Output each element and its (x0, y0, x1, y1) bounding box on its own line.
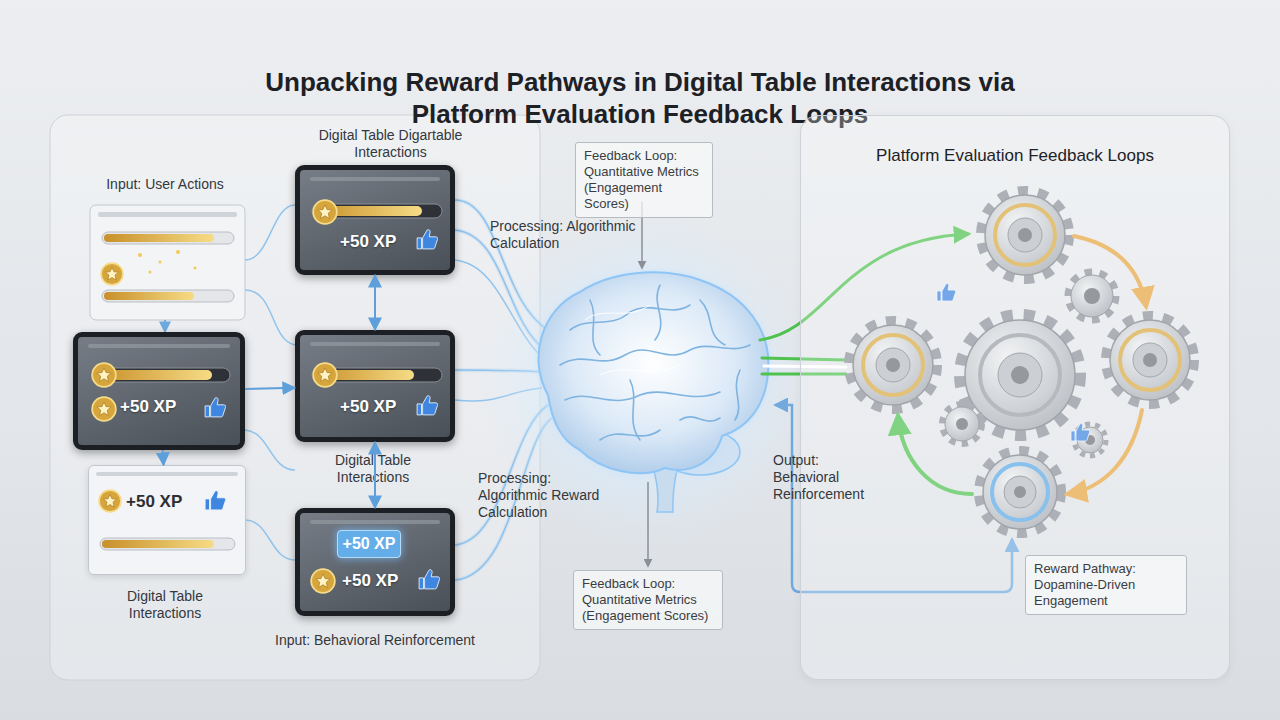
sparkle (149, 271, 152, 274)
highlight (585, 305, 650, 320)
brain-folds (560, 285, 750, 440)
status-bar (98, 212, 237, 217)
small-arrow (164, 320, 166, 331)
progress-track (95, 368, 230, 382)
box-text: Reward Pathway: Dopamine-Driven Engageme… (1034, 561, 1178, 609)
xp-text: +50 XP (126, 492, 182, 512)
thumb-icon (417, 396, 438, 415)
thumb-icon (419, 570, 440, 589)
status-bar (310, 520, 440, 524)
progress-fill (102, 540, 214, 548)
progress-fill (104, 234, 214, 242)
brain-highlights (585, 305, 680, 375)
thumb-icon (417, 230, 438, 249)
xp-text: +50 XP (120, 397, 176, 417)
flow-line (245, 290, 295, 345)
reward-box: Reward Pathway: Dopamine-Driven Engageme… (1025, 555, 1187, 615)
progress-track (312, 368, 442, 382)
annotation-label: Processing: Algorithmic Reward Calculati… (478, 470, 613, 521)
progress-track (102, 232, 234, 244)
status-bar (310, 342, 440, 346)
progress-track (100, 538, 235, 550)
xp-badge: +50 XP (337, 530, 401, 558)
sparkle (138, 253, 142, 257)
fold (565, 392, 720, 400)
card-lower-decor (96, 472, 238, 550)
brain-halo (538, 272, 768, 473)
brain-shape (538, 272, 768, 473)
fold (600, 430, 660, 440)
xp-text: +50 XP (343, 535, 396, 553)
fold (700, 300, 725, 345)
connector (245, 388, 295, 389)
connector (374, 442, 376, 508)
medal-icon (311, 569, 335, 593)
sparkle (159, 261, 162, 264)
status-bar (96, 472, 238, 476)
annotation-label: Processing: Algorithmic Calculation (490, 218, 660, 252)
left-panel (50, 115, 540, 680)
thumb-icon (205, 398, 226, 417)
highlight (600, 365, 680, 375)
status-bar (310, 177, 440, 181)
flow-line (245, 520, 295, 560)
tablet-card: +50 XP +50 XP (295, 508, 455, 616)
feedback-box: Feedback Loop: Quantitative Metrics (Eng… (573, 570, 723, 630)
thumb-icon (205, 491, 226, 510)
medal-icon (313, 200, 337, 224)
annotation-label: Digital Table Interactions (313, 452, 433, 486)
flow-line (245, 430, 295, 470)
annotation-label: Digital Table Digartable Interactions (308, 127, 473, 161)
flow-line (245, 205, 295, 260)
connector (162, 450, 165, 465)
progress-fill (104, 292, 194, 300)
box-text: Feedback Loop: Quantitative Metrics (Eng… (582, 576, 714, 624)
tablet-bottom-decor (310, 520, 440, 593)
annotation-label: Digital Table Interactions (95, 588, 235, 622)
fold (560, 345, 750, 365)
fold (570, 305, 690, 330)
medal-icon (92, 363, 116, 387)
panel-heading: Platform Evaluation Feedback Loops (801, 146, 1229, 166)
fold (655, 285, 661, 340)
tablet-card: +50 XP (73, 332, 245, 450)
fold (630, 380, 640, 440)
annotation-label: Input: Behavioral Reinforcement (275, 632, 475, 649)
progress-fill (314, 370, 414, 380)
connector (374, 275, 376, 330)
fold (680, 417, 720, 421)
tablet-card: +50 XP (295, 330, 455, 442)
card-frame (90, 205, 245, 320)
panel: Platform Evaluation Feedback LoopsReward… (800, 115, 1230, 680)
fold (735, 370, 740, 420)
sparkle (176, 250, 180, 254)
box-text: Feedback Loop: Quantitative Metrics (Eng… (584, 148, 704, 212)
medal-icon (313, 363, 337, 387)
medal-icon (92, 397, 116, 421)
brain-illustration (538, 272, 768, 512)
tablet-middle-decor (310, 342, 442, 415)
xp-text: +50 XP (340, 232, 396, 252)
tablet-card: +50 XP (295, 165, 455, 275)
medal-icon (101, 263, 123, 285)
tablet-top-decor (310, 177, 442, 249)
annotation-label: Output: Behavioral Reinforcement (773, 452, 873, 503)
sparkle (194, 267, 197, 270)
fold (590, 300, 600, 355)
progress-fill (314, 206, 422, 216)
tablet-card: +50 XP (88, 465, 246, 575)
medal-icon (99, 490, 121, 512)
progress-track (312, 204, 442, 218)
top-left-card (90, 205, 245, 320)
xp-text: +50 XP (342, 571, 398, 591)
status-bar (88, 344, 230, 348)
progress-fill (97, 370, 212, 380)
progress-track (102, 290, 234, 302)
annotation-label: Input: User Actions (95, 176, 235, 193)
feedback-box: Feedback Loop: Quantitative Metrics (Eng… (575, 142, 713, 218)
xp-text: +50 XP (340, 397, 396, 417)
tablet-midleft-decor (88, 344, 230, 421)
leader-arrow (647, 482, 649, 566)
